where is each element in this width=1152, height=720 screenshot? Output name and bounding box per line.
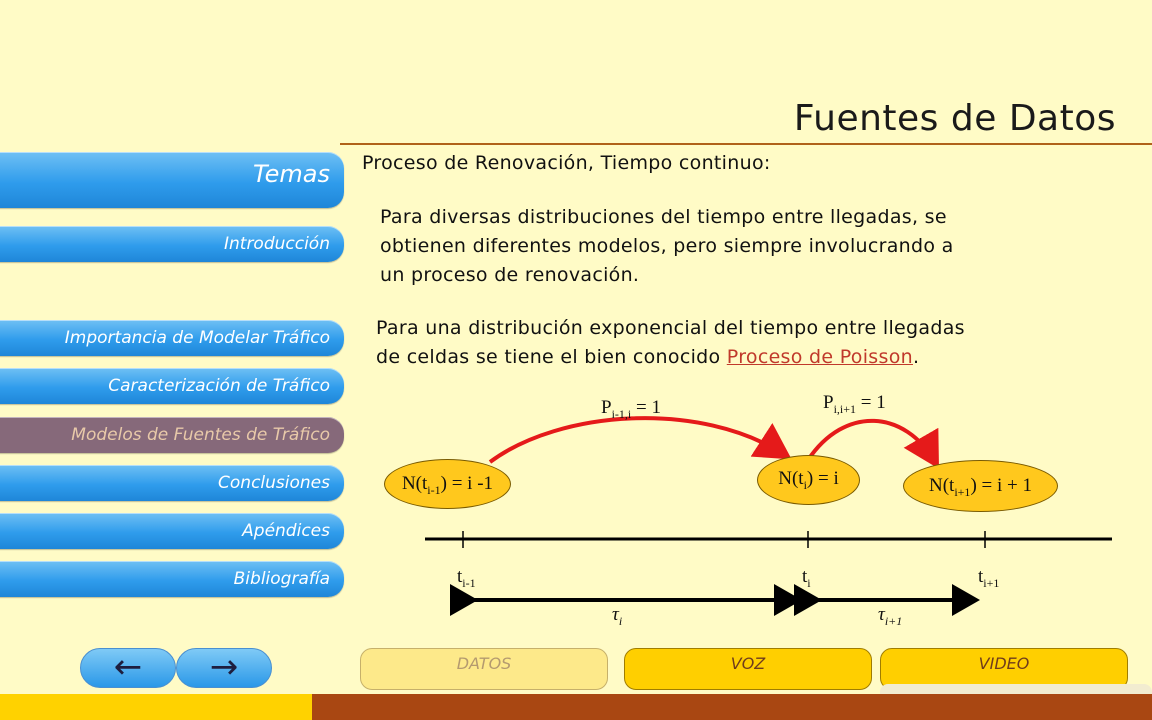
transition-arc-2 xyxy=(806,418,940,469)
sidebar-item-caracterizacion[interactable]: Caracterización de Tráfico xyxy=(0,368,344,404)
paragraph-line-suffix: . xyxy=(912,346,920,368)
paragraph-line: obtienen diferentes modelos, pero siempr… xyxy=(380,235,954,257)
interval-label-2: τi+1 xyxy=(878,604,903,628)
paragraph-line-prefix: de celdas se tiene el bien conocido xyxy=(376,346,727,368)
interval-label-1: τi xyxy=(612,604,623,628)
tab-voz[interactable]: VOZ xyxy=(624,648,872,690)
tick-label-current: ti xyxy=(802,566,811,590)
sidebar-item-modelos[interactable]: Modelos de Fuentes de Tráfico xyxy=(0,417,344,453)
tab-datos[interactable]: DATOS xyxy=(360,648,608,690)
footer-bar-left xyxy=(0,694,312,720)
sidebar-item-apendices[interactable]: Apéndices xyxy=(0,513,344,549)
sidebar-item-bibliografia[interactable]: Bibliografía xyxy=(0,561,344,597)
state-node-next: N(ti+1) = i + 1 xyxy=(903,460,1058,512)
title-divider xyxy=(340,143,1152,145)
paragraph-line: de celdas se tiene el bien conocido Proc… xyxy=(376,343,965,372)
paragraph-line: un proceso de renovación. xyxy=(380,264,640,286)
sidebar-item-introduccion[interactable]: Introducción xyxy=(0,226,344,262)
paragraph-line: Para diversas distribuciones del tiempo … xyxy=(380,206,947,228)
state-node-prev: N(ti-1) = i -1 xyxy=(384,459,511,509)
sidebar-item-importancia[interactable]: Importancia de Modelar Tráfico xyxy=(0,320,344,356)
section-subtitle: Proceso de Renovación, Tiempo continuo: xyxy=(362,152,771,174)
transition-prob-1: Pi-1,i = 1 xyxy=(601,397,661,421)
back-arrow-button[interactable]: ← xyxy=(80,648,176,688)
transition-arc-1 xyxy=(488,416,792,464)
poisson-link[interactable]: Proceso de Poisson xyxy=(726,346,913,368)
forward-arrow-button[interactable]: → xyxy=(176,648,272,688)
paragraph-poisson: Para una distribución exponencial del ti… xyxy=(376,314,965,372)
sidebar-item-conclusiones[interactable]: Conclusiones xyxy=(0,465,344,501)
arrow-right-icon: → xyxy=(209,647,239,687)
paragraph-line: Para una distribución exponencial del ti… xyxy=(376,317,965,339)
page-title: Fuentes de Datos xyxy=(793,98,1116,139)
state-node-current: N(ti) = i xyxy=(757,455,860,505)
sidebar-heading-temas[interactable]: Temas xyxy=(0,152,344,208)
tick-label-prev: ti-1 xyxy=(457,566,476,590)
paragraph-renovacion: Para diversas distribuciones del tiempo … xyxy=(380,203,954,290)
transition-prob-2: Pi,i+1 = 1 xyxy=(823,392,886,416)
footer-bar-right xyxy=(312,694,1152,720)
arrow-left-icon: ← xyxy=(113,647,143,687)
tick-label-next: ti+1 xyxy=(978,566,1000,590)
